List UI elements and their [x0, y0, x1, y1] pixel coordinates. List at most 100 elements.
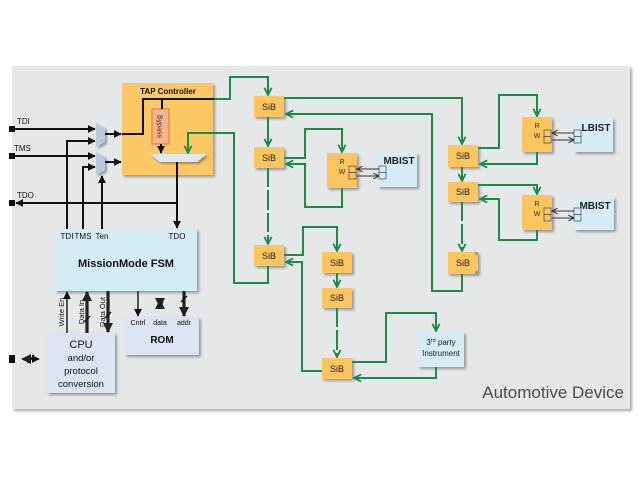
sib-box — [448, 252, 478, 274]
scan-path-return — [286, 114, 463, 292]
fsm-title: MissionMode FSM — [78, 258, 174, 270]
cpu-box — [47, 333, 115, 393]
scan-path — [352, 312, 436, 363]
fsm-port-tdi: TDI — [61, 232, 74, 241]
lbist-label: LBIST — [582, 123, 611, 134]
mbist-label: MBIST — [383, 156, 414, 167]
sib-block: SiB — [448, 252, 478, 274]
sib-label: SiB — [456, 258, 470, 268]
sib-block: SiB — [322, 288, 352, 308]
sib-label: SiB — [330, 258, 344, 268]
instrument-register-cell — [378, 165, 387, 173]
sib-corner-mark — [475, 271, 478, 274]
sib-label: SiB — [330, 293, 344, 303]
fsm-tms-line — [82, 163, 96, 229]
cpu-io-pin — [9, 355, 15, 363]
rw-register-cell — [543, 129, 552, 137]
data-in-label: Data In — [77, 300, 86, 324]
lbist-instrument: LBIST — [573, 118, 613, 152]
instrument-register-cell — [573, 214, 582, 222]
rw-register-cell — [543, 136, 552, 144]
bus-slash — [104, 311, 112, 319]
third-party-line-2: Instrument — [422, 349, 461, 358]
ordinal-number: 3 — [426, 338, 431, 347]
rw-register-cell — [348, 172, 357, 180]
third-party-word: party — [436, 338, 456, 347]
scan-path-return — [480, 199, 538, 241]
tdi-pin-label: TDI — [17, 117, 30, 126]
scan-path-tap-to-sib — [214, 76, 268, 100]
cpu-line-3: protocol — [64, 366, 98, 377]
tms-mux — [96, 152, 105, 175]
sib-box — [448, 182, 478, 202]
sib-label: SiB — [456, 151, 470, 161]
scan-path-return — [480, 152, 538, 164]
third-party-instrument-box — [418, 332, 464, 367]
sib-box — [448, 145, 478, 167]
cpu-line-4: conversion — [58, 379, 104, 390]
third-party-instrument: 3rd party Instrument — [418, 332, 464, 367]
instrument-register-cell — [378, 172, 387, 180]
fsm-port-tms: TMS — [75, 232, 92, 241]
sib-box — [322, 252, 352, 273]
scan-path — [478, 94, 537, 149]
mbist-left-instrument: MBIST — [378, 153, 417, 187]
rw-register-cell — [543, 214, 552, 222]
cpu-block: CPU and/or protocol conversion — [47, 333, 115, 393]
sib-block: SiB — [322, 358, 352, 379]
rw-wrapper-lbist: R W — [522, 117, 552, 152]
tms-pin-label: TMS — [14, 144, 31, 153]
instrument-register-cell — [573, 129, 582, 137]
scan-path-return — [354, 367, 437, 378]
rom-block: Cntrl data addr ROM — [125, 317, 199, 355]
tdo-select-mux — [150, 154, 207, 162]
scan-path-return — [286, 262, 322, 372]
sib-box — [254, 245, 284, 266]
sib-box — [322, 358, 352, 379]
cpu-line-1: CPU — [69, 339, 92, 351]
sib-corner-mark — [475, 252, 478, 255]
sib-label: SiB — [262, 102, 276, 112]
rw-w-label: W — [534, 211, 541, 218]
tdi-pin — [9, 126, 15, 132]
sib-label: SiB — [262, 153, 276, 163]
sib-box — [254, 147, 284, 168]
scan-path — [284, 226, 337, 256]
instrument-register-cell — [573, 207, 582, 215]
scan-path-to-tap — [188, 132, 269, 284]
tap-internal-tdi-line — [122, 98, 214, 135]
rom-title: ROM — [150, 335, 173, 346]
ordinal-suffix: rd — [431, 338, 436, 344]
rom-port-data: data — [153, 320, 167, 327]
rom-box — [125, 317, 199, 355]
sib-block: SiB — [254, 147, 284, 168]
scan-path — [284, 97, 462, 144]
sib-block: SiB — [322, 252, 352, 273]
bus-slash — [180, 295, 188, 303]
tap-controller: TAP Controller Bypass — [122, 83, 213, 175]
data-out-label: Data Out — [98, 296, 107, 327]
fsm-port-ten: Ten — [96, 232, 109, 241]
sib-label: SiB — [330, 364, 344, 374]
tap-controller-title: TAP Controller — [140, 87, 196, 96]
device-label: Automotive Device — [482, 383, 624, 402]
rw-w-label: W — [534, 133, 541, 140]
tdo-pin-label: TDO — [17, 191, 34, 200]
fsm-port-tdo: TDO — [169, 232, 186, 241]
instrument-register-cell — [573, 136, 582, 144]
scan-path — [284, 128, 342, 159]
sib-box — [254, 96, 284, 117]
tdi-mux — [96, 123, 105, 147]
sib-label: SiB — [456, 187, 470, 197]
bus-slash — [27, 354, 35, 364]
rw-w-label: W — [339, 169, 346, 176]
rw-wrapper-mbist-right: R W — [522, 195, 552, 230]
sib-block: SiB — [254, 96, 284, 117]
tdo-pin — [9, 200, 15, 206]
rw-wrapper-mbist-left: R W — [327, 153, 357, 188]
mbist-right-instrument: MBIST — [573, 197, 614, 230]
fsm-tdi-line — [66, 137, 96, 229]
rw-r-label: R — [534, 123, 539, 130]
fsm-box — [55, 229, 197, 291]
